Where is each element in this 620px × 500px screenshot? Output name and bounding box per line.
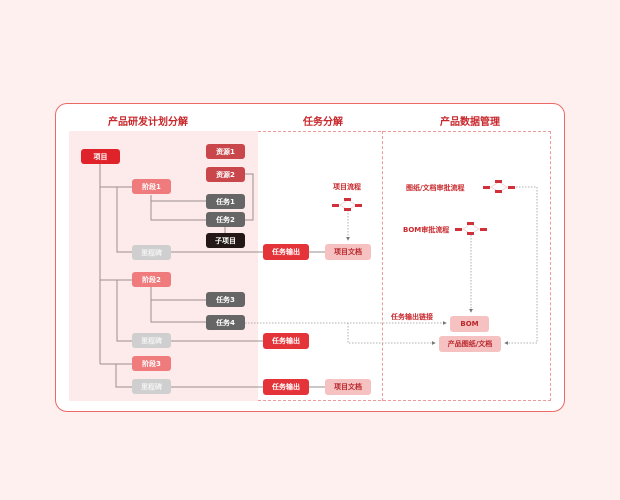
drawing-approval-flow-icon	[483, 180, 515, 193]
node-milestone-2[interactable]: 里程碑	[132, 333, 171, 348]
node-task-2[interactable]: 任务2	[206, 212, 245, 227]
node-task-3[interactable]: 任务3	[206, 292, 245, 307]
label-task-output-link: 任务输出链接	[391, 313, 433, 321]
node-milestone-1[interactable]: 里程碑	[132, 245, 171, 260]
panel-divider	[382, 131, 383, 401]
header-product-data-management: 产品数据管理	[440, 117, 500, 128]
node-stage-2[interactable]: 阶段2	[132, 272, 171, 287]
node-task-output-2[interactable]: 任务输出	[263, 333, 309, 349]
task-pdm-panel	[258, 131, 551, 401]
bom-approval-flow-icon	[455, 222, 487, 235]
node-task-4[interactable]: 任务4	[206, 315, 245, 330]
node-milestone-3[interactable]: 里程碑	[132, 379, 171, 394]
header-task-breakdown: 任务分解	[303, 117, 343, 128]
node-project-doc-2[interactable]: 项目文档	[325, 379, 371, 395]
node-subproject[interactable]: 子项目	[206, 233, 245, 248]
node-resource-2[interactable]: 资源2	[206, 167, 245, 182]
node-task-output-1[interactable]: 任务输出	[263, 244, 309, 260]
node-task-1[interactable]: 任务1	[206, 194, 245, 209]
label-bom-approval-flow: BOM审批流程	[403, 226, 450, 234]
label-project-flow: 项目流程	[333, 183, 361, 191]
node-project[interactable]: 项目	[81, 149, 120, 164]
node-product-drawing-doc[interactable]: 产品图纸/文档	[439, 336, 501, 352]
node-stage-3[interactable]: 阶段3	[132, 356, 171, 371]
node-task-output-3[interactable]: 任务输出	[263, 379, 309, 395]
header-plan-breakdown: 产品研发计划分解	[108, 117, 188, 128]
label-drawing-approval-flow: 图纸/文档审批流程	[406, 184, 465, 192]
node-resource-1[interactable]: 资源1	[206, 144, 245, 159]
project-flow-icon	[332, 198, 362, 211]
node-bom[interactable]: BOM	[450, 316, 489, 332]
node-project-doc-1[interactable]: 项目文档	[325, 244, 371, 260]
node-stage-1[interactable]: 阶段1	[132, 179, 171, 194]
